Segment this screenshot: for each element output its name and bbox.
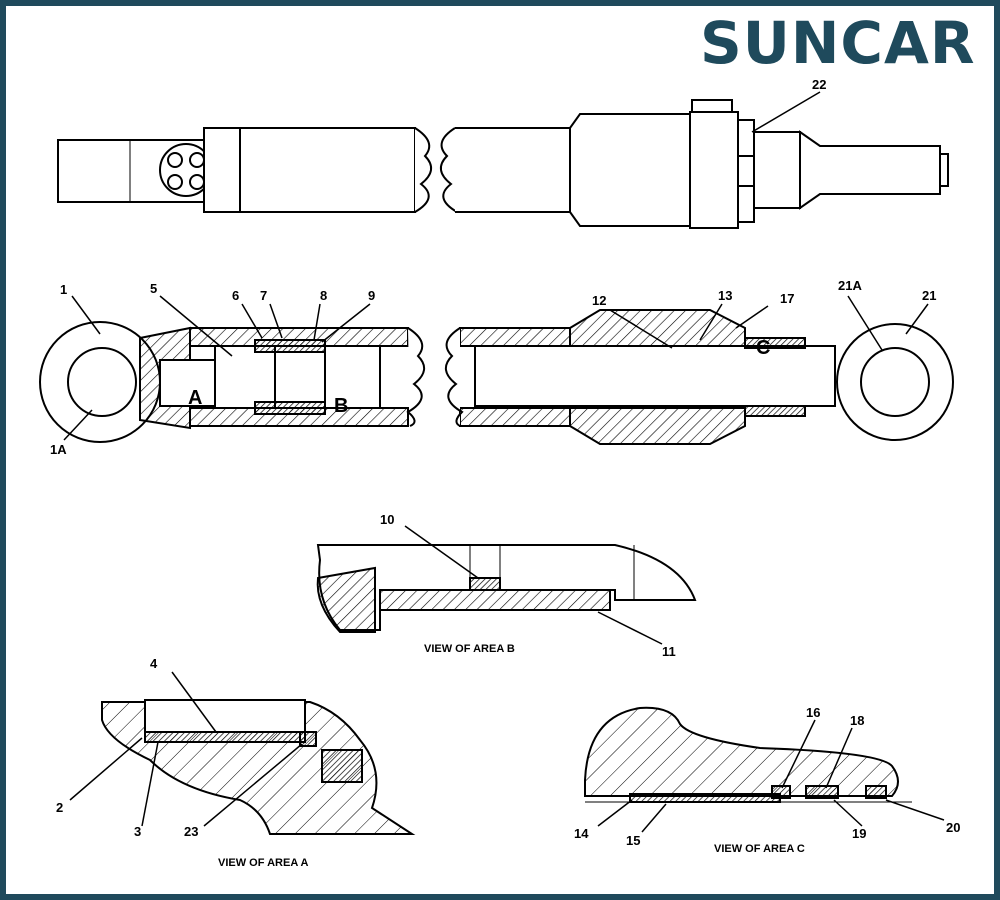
detail-view-area-a [69,671,416,835]
brand-logo: SUNCAR [700,9,976,77]
callout-19: 19 [852,826,866,841]
callout-12: 12 [592,293,606,308]
callout-14: 14 [574,826,589,841]
callout-4: 4 [150,656,158,671]
area-marker-a: A [188,387,202,409]
callout-15: 15 [626,833,640,848]
detail-view-area-c [584,706,945,833]
callout-21a: 21A [838,278,862,293]
area-markers: A B C [188,337,770,417]
area-marker-c: C [756,337,770,359]
caption-view-area-b: VIEW OF AREA B [424,643,515,655]
callout-22: 22 [812,77,826,92]
callout-20: 20 [946,820,960,835]
callout-1a: 1A [50,442,67,457]
callout-1: 1 [60,282,67,297]
callout-11: 11 [662,644,676,659]
callout-18: 18 [850,713,864,728]
view-captions: VIEW OF AREA B VIEW OF AREA A VIEW OF AR… [218,643,805,869]
cylinder-exterior-view [57,99,949,229]
callout-17: 17 [780,291,794,306]
callout-3: 3 [134,824,141,839]
callout-7: 7 [260,288,267,303]
callout-5: 5 [150,281,157,296]
caption-view-area-c: VIEW OF AREA C [714,843,805,855]
callout-21: 21 [922,288,936,303]
caption-view-area-a: VIEW OF AREA A [218,857,309,869]
callout-6: 6 [232,288,239,303]
callout-8: 8 [320,288,327,303]
detail-view-area-b [316,525,697,645]
cylinder-section-view [39,309,954,445]
callout-13: 13 [718,288,732,303]
leader-lines-main [63,91,929,441]
callout-9: 9 [368,288,375,303]
callout-16: 16 [806,705,820,720]
callout-10: 10 [380,512,394,527]
callout-2: 2 [56,800,63,815]
callout-labels: 22 1 1A 5 6 7 8 9 12 13 17 21A 21 10 11 … [50,77,960,848]
callout-23: 23 [184,824,198,839]
area-marker-b: B [334,395,348,417]
